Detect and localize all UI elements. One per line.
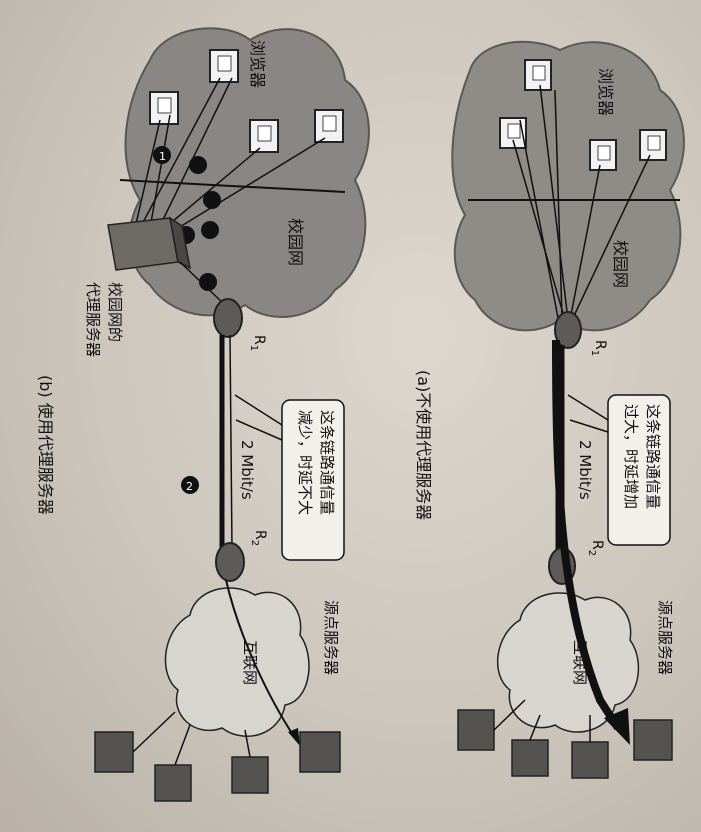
browser-pcs-b bbox=[149, 49, 344, 153]
callout-a-line1: 这条链路通信量 bbox=[644, 404, 662, 509]
callout-b-line2: 减少，时延不大 bbox=[296, 410, 314, 515]
internet-servers-b bbox=[94, 711, 341, 802]
internet-servers-a bbox=[457, 699, 673, 779]
proxy-label-line1-b: 校园网的 bbox=[106, 282, 124, 342]
callout-b-line1: 这条链路通信量 bbox=[318, 410, 336, 515]
step-1-marker: 1 bbox=[159, 150, 166, 163]
campus-label-a: 校园网 bbox=[611, 240, 630, 288]
router-r1-b bbox=[213, 298, 243, 338]
router-r2-label-b: R2 bbox=[249, 530, 268, 546]
browser-pcs-a bbox=[499, 59, 667, 171]
link-speed-b: 2 Mbit/s bbox=[238, 440, 256, 500]
router-r1-label-b: R1 bbox=[248, 335, 267, 351]
internet-cloud-b bbox=[164, 587, 310, 737]
proxy-label-line2-b: 代理服务器 bbox=[84, 282, 102, 357]
link-r1-r2-b-thin bbox=[229, 334, 233, 551]
browser-label-a: 浏览器 bbox=[596, 68, 615, 116]
router-r1-a bbox=[554, 311, 582, 349]
router-r2-b bbox=[215, 542, 245, 582]
proxy-server-b bbox=[107, 216, 192, 271]
step-markers-1-b: 1 bbox=[153, 146, 221, 244]
browser-label-b: 浏览器 bbox=[248, 40, 267, 88]
step-2-marker-upper bbox=[199, 273, 217, 291]
router-r2-label-a: R2 bbox=[586, 540, 605, 556]
traffic-arrow-b bbox=[225, 579, 296, 739]
step-2-marker-text: 2 bbox=[186, 480, 193, 493]
callout-b: 这条链路通信量 减少，时延不大 bbox=[234, 394, 345, 561]
browser-links-a bbox=[512, 84, 651, 321]
origin-server-label-a: 源点服务器 bbox=[656, 600, 674, 675]
caption-a: (a)不使用代理服务器 bbox=[414, 370, 433, 520]
step-2-marker bbox=[181, 476, 199, 494]
campus-cloud-b bbox=[124, 27, 370, 318]
internet-cloud-a bbox=[496, 592, 640, 733]
browser-links-b bbox=[134, 77, 326, 237]
caption-b: (b) 使用代理服务器 bbox=[36, 375, 55, 515]
campus-cloud-a bbox=[451, 40, 685, 332]
callout-a-line2: 过大，时延增加 bbox=[622, 404, 640, 509]
link-speed-a: 2 Mbit/s bbox=[576, 440, 594, 500]
panel-b: 1 浏览器 校园网 校园网的 代理服务器 R1 2 Mbit/s 2 bbox=[36, 27, 370, 802]
callout-a: 这条链路通信量 过大，时延增加 bbox=[567, 394, 671, 546]
router-r1-label-a: R1 bbox=[589, 340, 608, 356]
origin-server-label-b: 源点服务器 bbox=[322, 600, 340, 675]
internet-label-b: 互联网 bbox=[241, 640, 259, 685]
traffic-arrowhead-a bbox=[604, 708, 630, 745]
traffic-arrowhead-b bbox=[288, 728, 300, 746]
panel-a: 浏览器 校园网 R1 2 Mbit/s 这条链路通信量 过大，时延增加 R2 互… bbox=[414, 40, 685, 779]
traffic-arrow-a bbox=[552, 339, 622, 731]
campus-label-b: 校园网 bbox=[286, 218, 305, 266]
